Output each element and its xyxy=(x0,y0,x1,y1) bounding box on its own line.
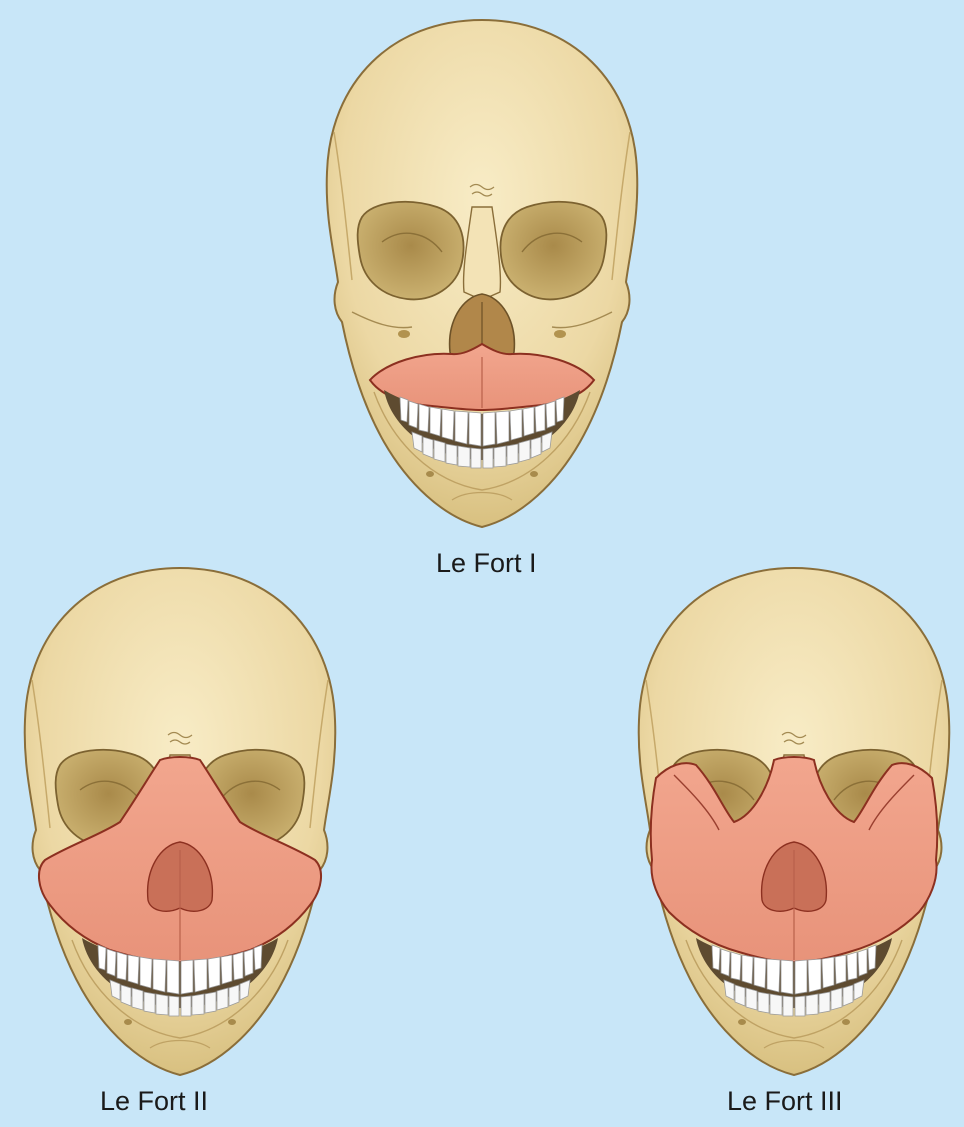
skull-le-fort-i xyxy=(312,12,652,532)
skull-le-fort-ii xyxy=(10,560,350,1080)
caption-le-fort-ii: Le Fort II xyxy=(100,1086,208,1117)
caption-le-fort-iii: Le Fort III xyxy=(727,1086,843,1117)
skull-le-fort-iii xyxy=(624,560,964,1080)
skull-illustration-ii xyxy=(10,560,350,1080)
caption-le-fort-i: Le Fort I xyxy=(436,548,537,579)
skull-illustration-iii xyxy=(624,560,964,1080)
skull-illustration-i xyxy=(312,12,652,532)
